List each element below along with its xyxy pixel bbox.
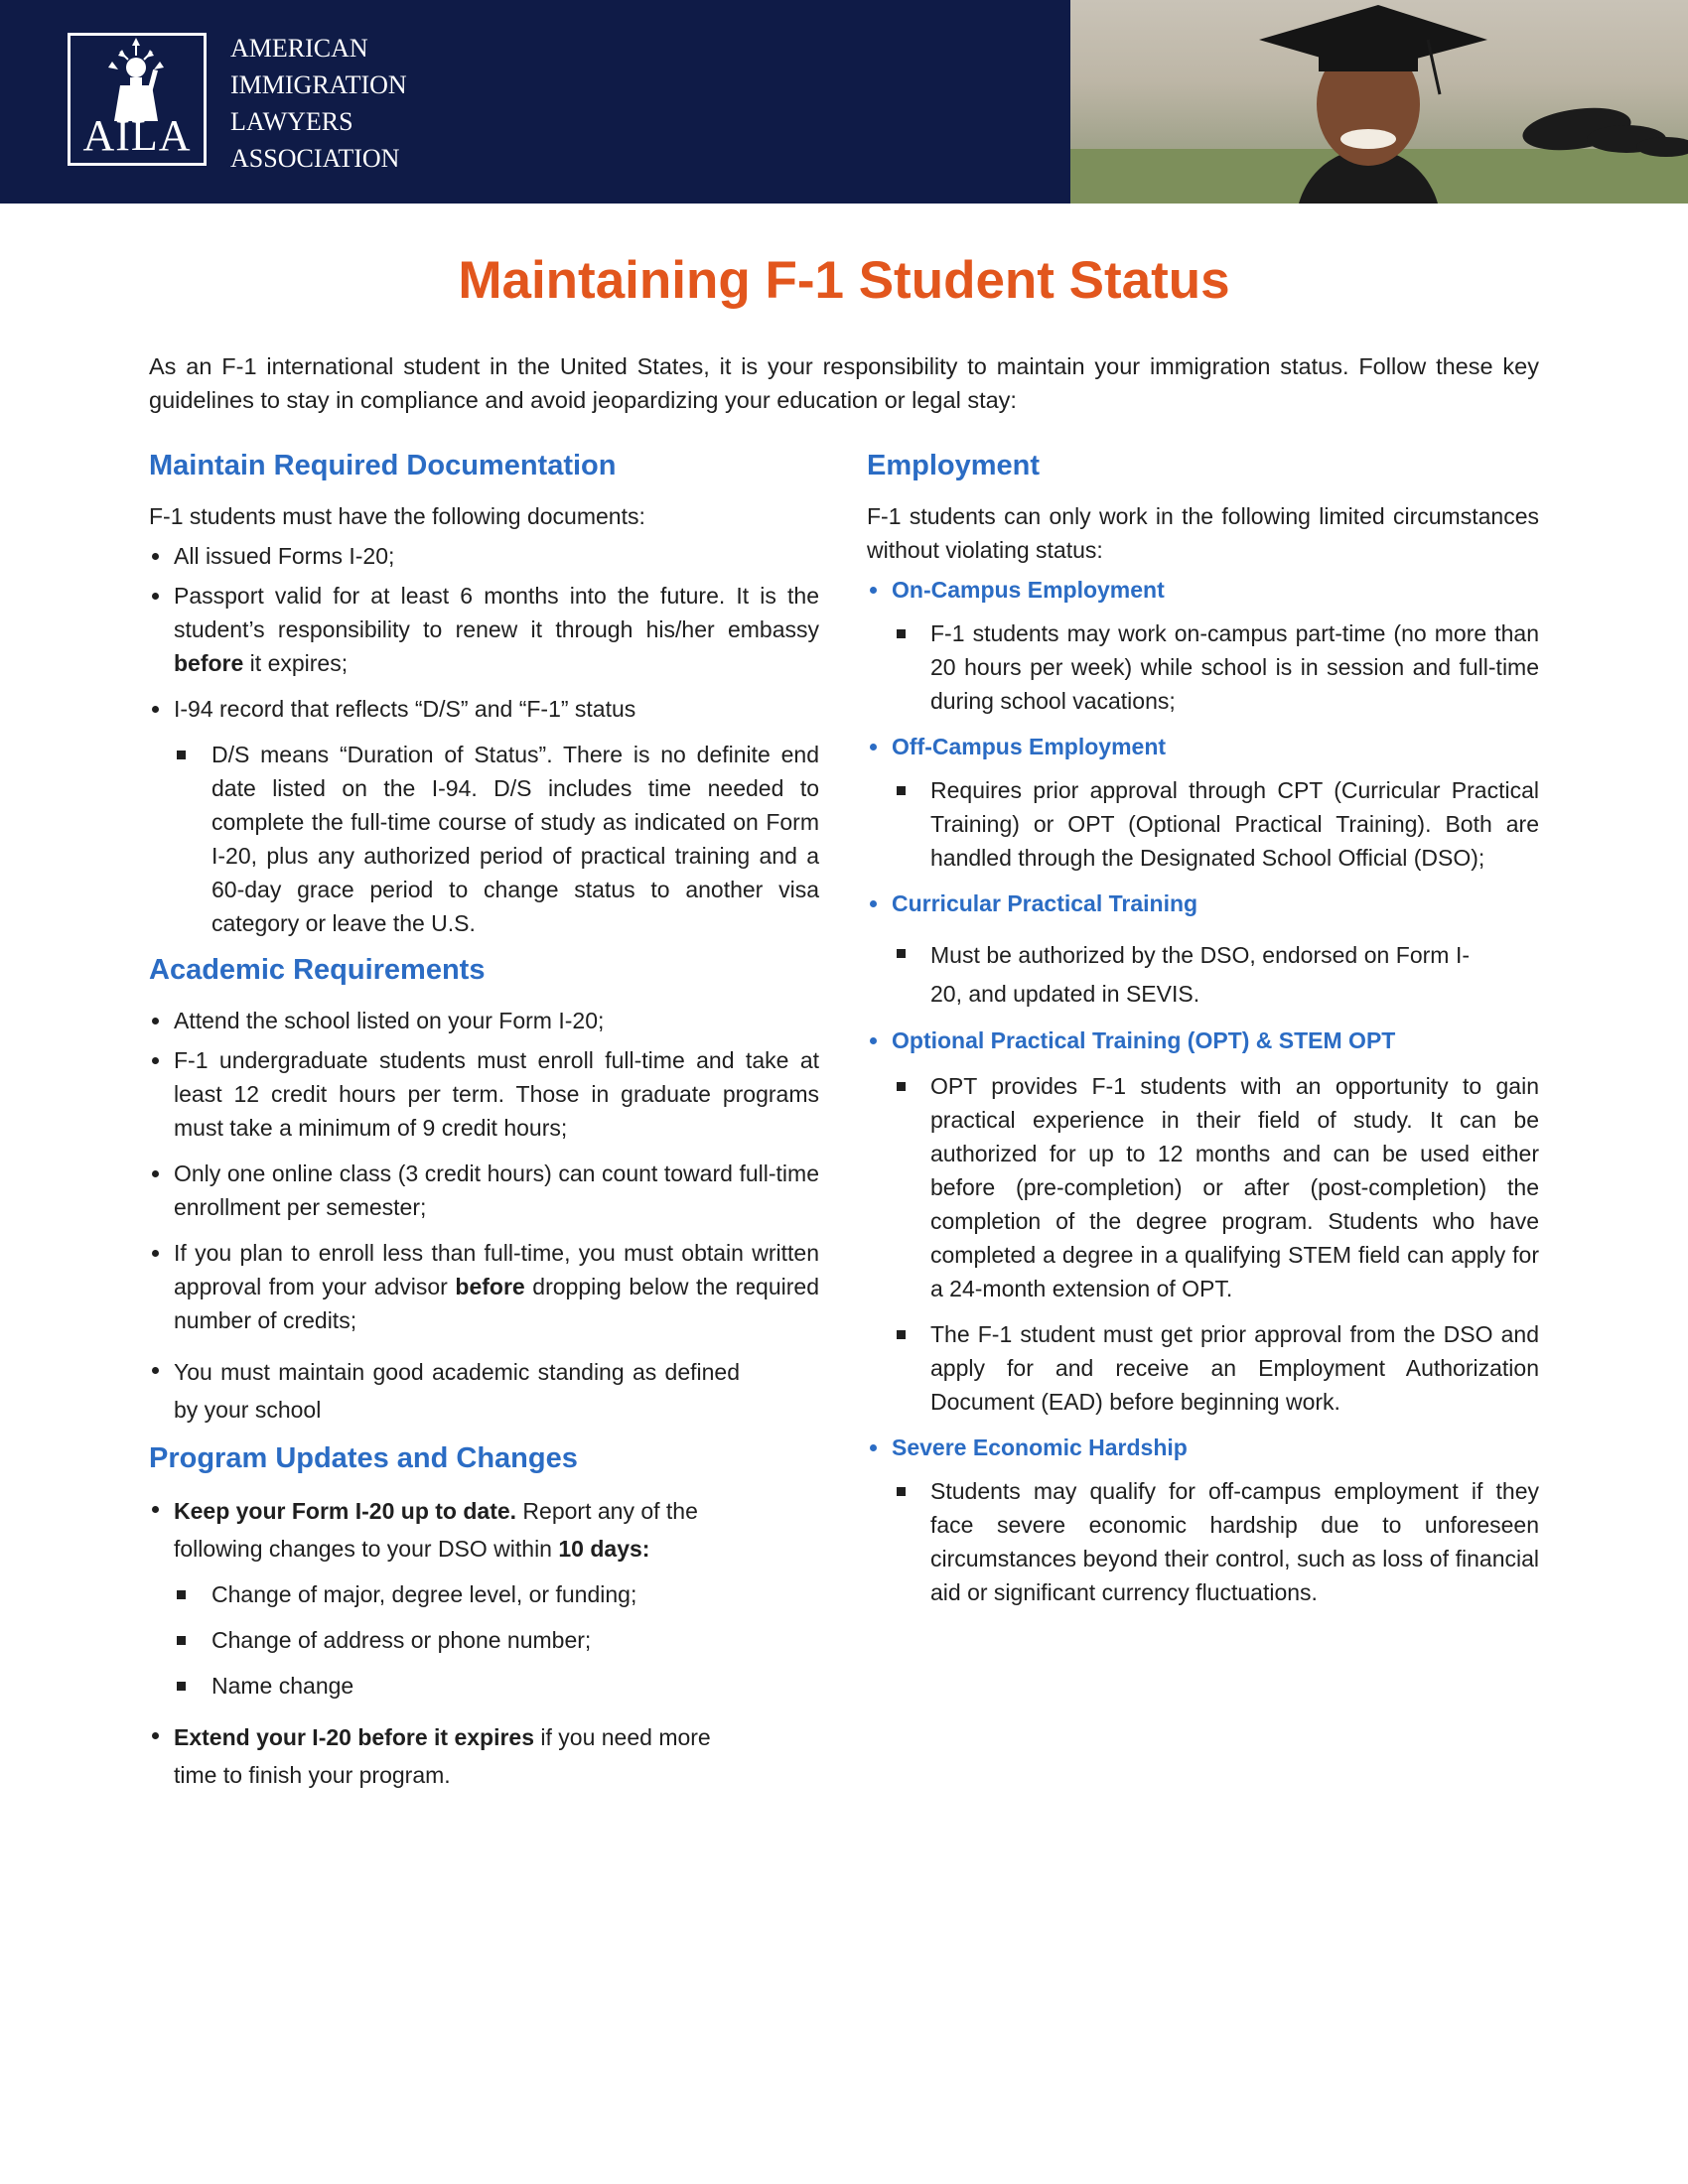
section-heading-program: Program Updates and Changes — [149, 1442, 578, 1474]
list-item: All issued Forms I-20; — [149, 539, 819, 573]
list-item: Extend your I-20 before it expires if yo… — [149, 1718, 819, 1794]
item-text: Report any of the following changes to y… — [174, 1498, 698, 1562]
sub-list-item: Must be authorized by the DSO, endorsed … — [867, 936, 1539, 1014]
emphasis-text: Extend your I-20 before it expires — [174, 1724, 535, 1750]
section-heading-documentation: Maintain Required Documentation — [149, 450, 617, 481]
list-item: F-1 undergraduate students must enroll f… — [149, 1043, 819, 1145]
graduate-photo — [1070, 0, 1688, 204]
emphasis-text: before — [174, 650, 244, 676]
documentation-list: All issued Forms I-20; Passport valid fo… — [149, 539, 819, 940]
sub-list-item: Name change — [149, 1669, 819, 1703]
item-text: If you plan to enroll less than full-tim… — [174, 1240, 819, 1299]
sub-list-item: Students may qualify for off-campus empl… — [867, 1474, 1539, 1609]
statue-of-liberty-icon — [108, 38, 164, 121]
sub-list-item: Change of address or phone number; — [149, 1623, 819, 1657]
sub-list-item: The F-1 student must get prior approval … — [867, 1317, 1539, 1419]
section-heading-employment: Employment — [867, 450, 1041, 481]
emphasis-text: Keep your Form I-20 up to date. — [174, 1498, 517, 1524]
list-item: You must maintain good academic standing… — [149, 1353, 819, 1429]
program-list: Keep your Form I-20 up to date. Report a… — [149, 1492, 819, 1794]
org-name-line: IMMIGRATION — [230, 70, 407, 99]
list-item: Only one online class (3 credit hours) c… — [149, 1157, 819, 1224]
aila-logo: AILA — [68, 33, 207, 166]
item-text: it expires; — [243, 650, 349, 676]
list-item: I-94 record that reflects “D/S” and “F-1… — [149, 692, 819, 726]
subheading-hardship: Severe Economic Hardship — [867, 1431, 1539, 1464]
sub-list-item: Change of major, degree level, or fundin… — [149, 1577, 819, 1611]
emphasis-text: 10 days: — [558, 1536, 650, 1562]
list-item: Keep your Form I-20 up to date. Report a… — [149, 1492, 819, 1568]
academic-list: Attend the school listed on your Form I-… — [149, 1004, 819, 1429]
sub-list-item: OPT provides F-1 students with an opport… — [867, 1069, 1539, 1305]
intro-paragraph: As an F-1 international student in the U… — [149, 353, 1539, 413]
org-name-line: LAWYERS — [230, 107, 353, 136]
list-item: Attend the school listed on your Form I-… — [149, 1004, 819, 1037]
list-item: If you plan to enroll less than full-tim… — [149, 1236, 819, 1337]
subheading-off-campus: Off-Campus Employment — [867, 730, 1539, 763]
sub-list-item: D/S means “Duration of Status”. There is… — [149, 738, 819, 940]
item-text: dropping below the required number of cr… — [174, 1274, 819, 1333]
sub-list-item: Requires prior approval through CPT (Cur… — [867, 773, 1539, 875]
subheading-cpt: Curricular Practical Training — [867, 887, 1539, 920]
page-header: AILA AMERICAN IMMIGRATION LAWYERS ASSOCI… — [0, 0, 1688, 204]
employment-list: On-Campus Employment F-1 students may wo… — [867, 573, 1539, 1609]
section-heading-academic: Academic Requirements — [149, 954, 486, 986]
organization-name: AMERICAN IMMIGRATION LAWYERS ASSOCIATION — [230, 30, 407, 177]
right-column: Employment F-1 students can only work in… — [867, 442, 1539, 1609]
subheading-on-campus: On-Campus Employment — [867, 573, 1539, 607]
item-text: if you need more time to finish your pro… — [174, 1724, 711, 1788]
left-column: Maintain Required Documentation F-1 stud… — [149, 442, 819, 1794]
org-name-line: ASSOCIATION — [230, 144, 400, 173]
page-title: Maintaining F-1 Student Status — [458, 251, 1230, 310]
org-name-line: AMERICAN — [230, 34, 368, 63]
logo-abbreviation: AILA — [82, 111, 192, 160]
list-item: Passport valid for at least 6 months int… — [149, 579, 819, 680]
employment-lead: F-1 students can only work in the follow… — [867, 503, 1539, 563]
documentation-lead: F-1 students must have the following doc… — [149, 503, 645, 529]
emphasis-text: before — [455, 1274, 525, 1299]
subheading-opt: Optional Practical Training (OPT) & STEM… — [867, 1024, 1539, 1057]
item-text: Passport valid for at least 6 months int… — [174, 583, 819, 642]
sub-list-item: F-1 students may work on-campus part-tim… — [867, 616, 1539, 718]
